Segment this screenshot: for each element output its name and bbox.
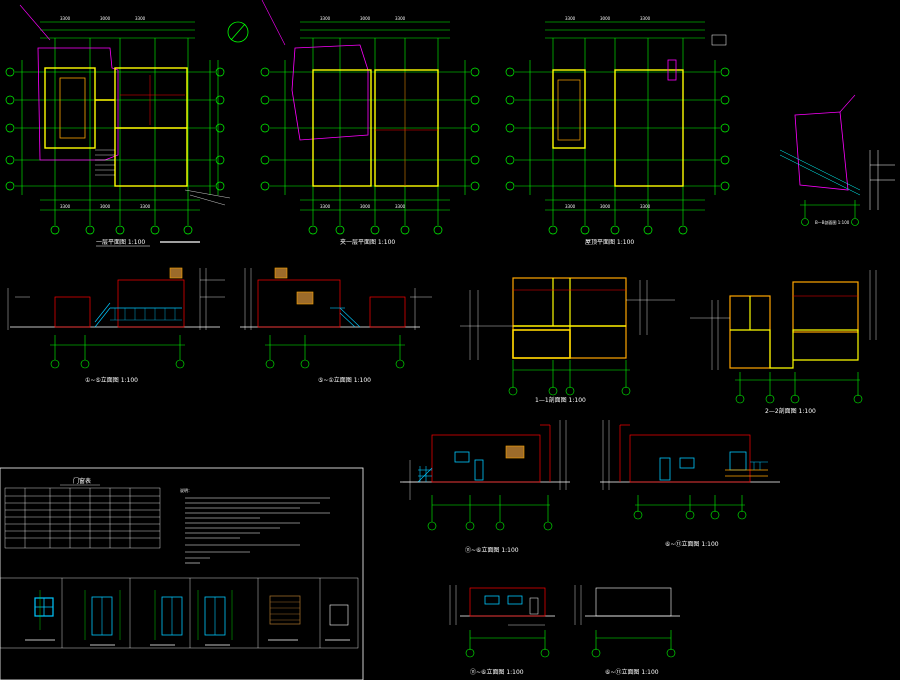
door-window-schedule-panel: 门窗表 说明： [0,467,364,680]
schedule-title: 门窗表 [73,477,91,485]
section-title-2-2: 2—2剖面图 1:100 [765,407,816,415]
elevation-2: ⑤~①立面图 1:100 [240,267,432,384]
section-title-1-1: 1—1剖面图 1:100 [535,396,586,404]
plan-title-ground: 一层平面图 1:100 [96,239,145,246]
svg-text:3300: 3300 [565,16,576,21]
section-bb: B—B剖面图 1:100 [779,94,895,226]
svg-text:3300: 3300 [640,204,651,209]
section-1-1: 1—1剖面图 1:100 [460,277,675,404]
elevation-6: ⑥~⑪立面图 1:100 [574,585,680,676]
plan-title-section-bb: B—B剖面图 1:100 [815,219,850,225]
elevation-title-1: ①~⑤立面图 1:100 [85,376,138,384]
svg-text:3300: 3300 [640,16,651,21]
elevation-title-3: ⑪~⑥立面图 1:100 [465,546,519,554]
elevation-4: ⑥~⑪立面图 1:100 [600,420,780,548]
svg-text:3000: 3000 [600,16,611,21]
elevation-title-2: ⑤~①立面图 1:100 [318,376,371,384]
svg-text:3000: 3000 [100,204,111,209]
elevation-1: ①~⑤立面图 1:100 [7,267,225,384]
svg-text:3000: 3000 [360,16,371,21]
svg-text:3000: 3000 [600,204,611,209]
elevation-5: ⑪~⑥立面图 1:100 [449,585,555,676]
svg-text:3300: 3300 [395,16,406,21]
plan-ground-floor: 3300 3000 3300 3300 3000 3300 一层平面图 1:100 [5,4,249,247]
plan-title-roof: 屋顶平面图 1:100 [585,239,634,246]
svg-text:3300: 3300 [320,16,331,21]
elevation-title-6: ⑥~⑪立面图 1:100 [605,668,659,676]
svg-text:3000: 3000 [100,16,111,21]
plan-roof: 3300 3000 3300 3300 3000 3300 屋顶平面图 1:100 [505,16,730,246]
svg-text:3300: 3300 [60,204,71,209]
elevation-title-5: ⑪~⑥立面图 1:100 [470,668,524,676]
svg-text:3300: 3300 [320,204,331,209]
elevation-title-4: ⑥~⑪立面图 1:100 [665,540,719,548]
elevation-3: ⑪~⑥立面图 1:100 [400,420,570,554]
svg-text:3300: 3300 [60,16,71,21]
svg-text:3300: 3300 [395,204,406,209]
svg-text:3300: 3300 [140,204,151,209]
svg-text:3300: 3300 [565,204,576,209]
plan-title-mezzanine: 夹一层平面图 1:100 [340,238,395,246]
plan-mezzanine: 3300 3000 3300 3300 3000 3300 夹一层平面图 1:100 [260,0,480,246]
section-2-2: 2—2剖面图 1:100 [690,270,877,415]
svg-text:3000: 3000 [360,204,371,209]
svg-text:3300: 3300 [135,16,146,21]
notes-heading: 说明： [180,487,192,493]
